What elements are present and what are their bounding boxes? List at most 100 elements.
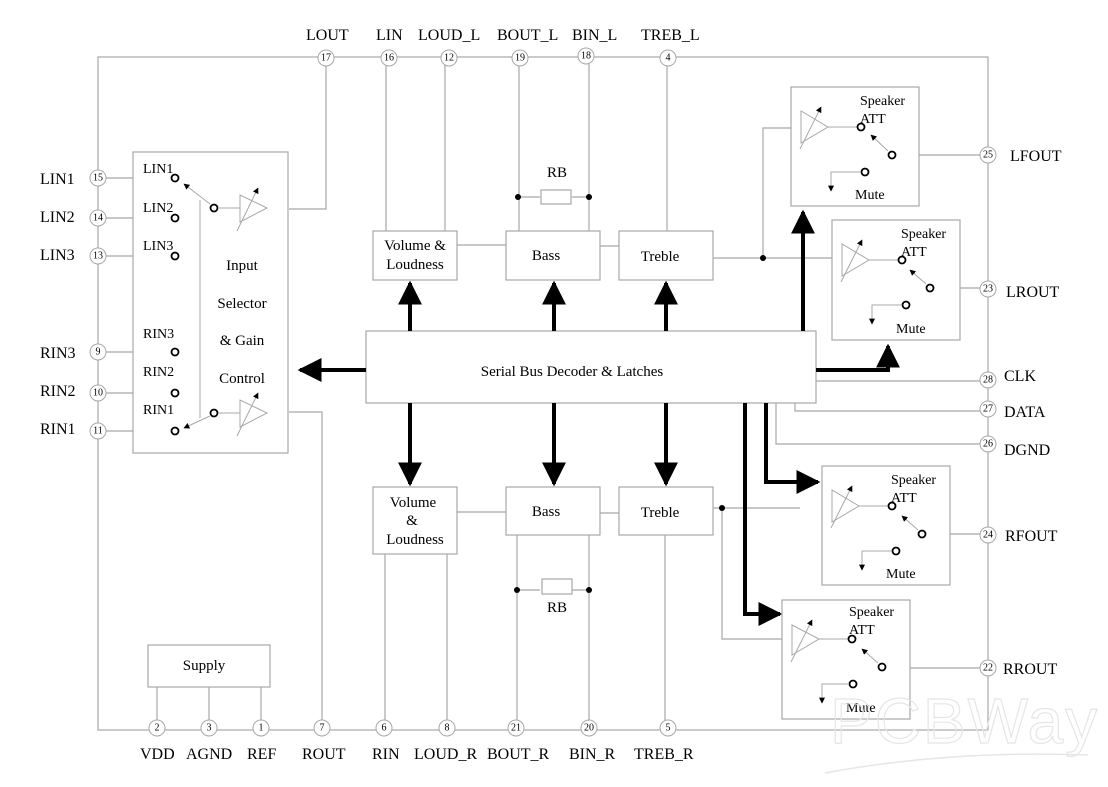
svg-text:RIN1: RIN1 [143,403,174,418]
pin-label-bout-r: BOUT_R [487,746,550,763]
pin-label-dgnd: DGND [1004,442,1050,459]
svg-text:24: 24 [983,530,993,541]
pin-label-treb-r: TREB_R [634,746,694,763]
pin-label-rin: RIN [372,746,400,763]
svg-text:Speaker: Speaker [860,94,905,109]
svg-text:Mute: Mute [896,322,926,337]
svg-text:Mute: Mute [846,701,876,716]
pin-label-lin2: LIN2 [40,209,75,226]
svg-text:11: 11 [93,426,103,437]
svg-text:Volume &: Volume & [384,238,446,254]
amp-icon [236,392,269,437]
svg-text:Speaker: Speaker [849,605,894,620]
speaker-att-lr: Speaker ATT Mute [831,219,961,341]
svg-text:RB: RB [547,600,567,616]
svg-text:PCBWay: PCBWay [830,685,1099,757]
svg-text:18: 18 [581,51,591,62]
svg-text:3: 3 [207,723,212,734]
svg-text:ATT: ATT [849,623,875,638]
svg-text:25: 25 [983,150,993,161]
pin-label-agnd: AGND [186,746,232,763]
pin-label-treb-l: TREB_L [641,27,700,44]
svg-text:14: 14 [93,213,103,224]
svg-text:LIN3: LIN3 [143,239,173,254]
pin-label-bin-l: BIN_L [572,27,617,44]
svg-text:7: 7 [320,723,325,734]
svg-text:Treble: Treble [641,249,680,265]
rb-resistor-bottom: RB [514,578,592,616]
svg-text:26: 26 [983,439,993,450]
pin-label-bin-r: BIN_R [569,746,616,763]
svg-text:ATT: ATT [860,112,886,127]
svg-text:2: 2 [155,723,160,734]
pin-22: 22 RROUT [979,659,1057,678]
junction-dot [719,505,725,511]
amp-icon [799,106,829,150]
pin-label-rout: ROUT [302,746,346,763]
pin-19: 19 BOUT_L [497,27,558,67]
speaker-att-lf: Speaker ATT Mute [790,86,920,207]
svg-text:Serial Bus Decoder & Latches: Serial Bus Decoder & Latches [481,364,664,380]
pin-label-vdd: VDD [140,746,175,763]
junction-dot [760,255,766,261]
svg-text:27: 27 [983,404,993,415]
svg-text:22: 22 [983,663,993,674]
svg-text:Input: Input [226,258,258,274]
svg-text:Speaker: Speaker [891,473,936,488]
svg-text:1: 1 [259,723,264,734]
svg-text:ATT: ATT [901,245,927,260]
pin-label-rin2: RIN2 [40,383,76,400]
svg-text:Loudness: Loudness [386,257,444,273]
pin-label-lfout: LFOUT [1010,148,1062,165]
amp-icon [840,239,870,283]
pin-26: 26 DGND [979,435,1050,459]
svg-text:Bass: Bass [532,504,561,520]
pin-label-lin: LIN [376,27,403,44]
supply-block: Supply [147,644,271,688]
svg-text:13: 13 [93,251,103,262]
svg-text:&: & [406,513,418,529]
svg-text:6: 6 [382,723,387,734]
bass-left: Bass [505,230,601,281]
pin-14: 14 LIN2 [40,209,107,227]
svg-text:19: 19 [515,53,525,64]
pin-18: 18 BIN_L [572,27,617,65]
pin-label-data: DATA [1004,404,1046,421]
svg-text:12: 12 [444,53,454,64]
amp-icon [790,619,821,663]
svg-text:ATT: ATT [891,491,917,506]
watermark-logo: PCBWay [824,684,1099,774]
svg-text:28: 28 [983,375,993,386]
svg-text:20: 20 [584,723,594,734]
svg-text:4: 4 [666,53,671,64]
control-bus-arrows [297,209,900,626]
svg-text:15: 15 [93,173,103,184]
svg-text:Loudness: Loudness [386,532,444,548]
pin-label-lrout: LROUT [1006,284,1060,301]
svg-text:21: 21 [511,723,521,734]
pin-label-lin3: LIN3 [40,247,75,264]
pin-13: 13 LIN3 [40,247,107,265]
svg-text:Bass: Bass [532,248,561,264]
pin-label-bout-l: BOUT_L [497,27,558,44]
pin-label-rrout: RROUT [1003,661,1057,678]
svg-text:17: 17 [321,53,331,64]
svg-text:Supply: Supply [183,658,226,674]
svg-text:RIN3: RIN3 [143,327,174,342]
top-pin-wires [289,57,668,243]
